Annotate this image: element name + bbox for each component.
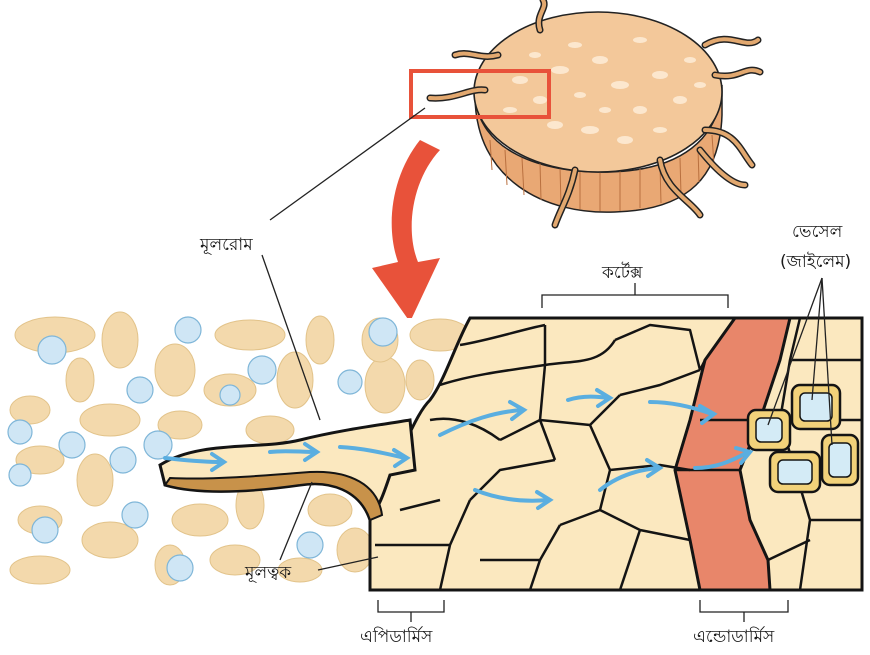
label-vessel: ভেসেল [792, 222, 843, 242]
label-epidermis: এপিডার্মিস [360, 626, 433, 647]
label-cortex: কর্টেক্স [601, 262, 643, 283]
label-root-skin: মূলত্বক [244, 563, 292, 583]
label-xylem: (জাইলেম) [780, 252, 851, 272]
label-endodermis: এন্ডোডার্মিস [693, 626, 775, 647]
root-cross-section [411, 0, 760, 225]
callout-arrow [372, 140, 440, 322]
label-root-hair: মূলরোম [199, 235, 253, 255]
